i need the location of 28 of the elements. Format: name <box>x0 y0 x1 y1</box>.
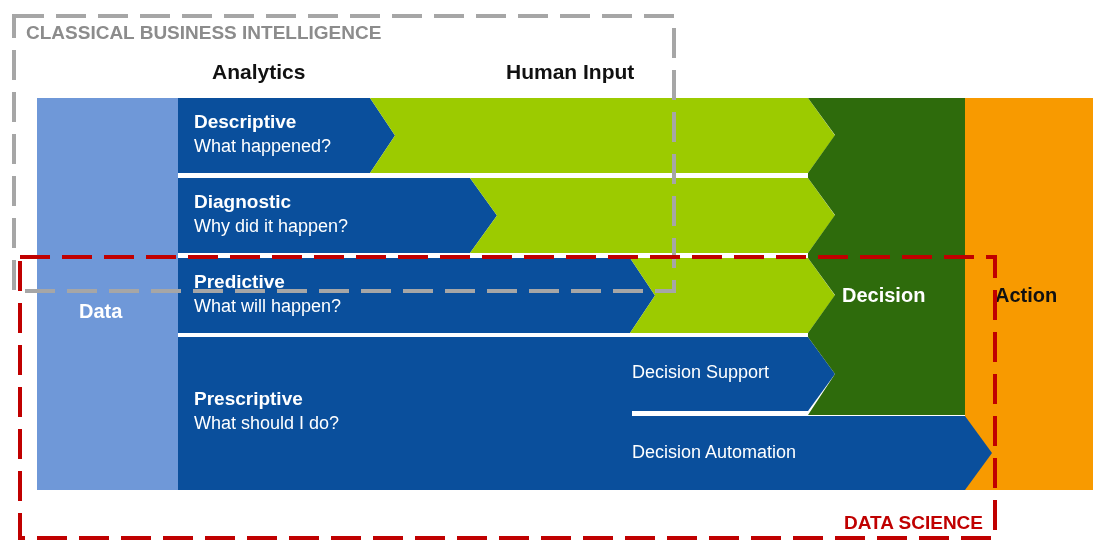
pointed-panel <box>470 178 835 253</box>
pointed-panel <box>632 416 992 490</box>
dashed-group-boundary <box>18 255 997 540</box>
node-title: Action <box>995 283 1058 308</box>
pointed-panel <box>370 98 835 173</box>
node-question: What should I do? <box>194 411 340 435</box>
node-title: Descriptive <box>194 110 298 134</box>
prescriptive-block <box>178 337 632 490</box>
node-title: Diagnostic <box>194 190 293 214</box>
pointed-panel <box>178 178 497 253</box>
decision-block <box>808 98 965 415</box>
pointed-panel <box>630 258 835 333</box>
node-title: Data <box>79 299 123 324</box>
node-question: What happened? <box>194 134 332 158</box>
node-title: Decision Support <box>632 361 770 384</box>
pointed-panel <box>632 337 835 411</box>
node-title: Decision Automation <box>632 441 797 464</box>
node-title: Predictive <box>194 270 286 294</box>
pointed-panel <box>178 258 655 333</box>
node-title: Prescriptive <box>194 387 304 411</box>
action-band <box>965 98 1093 490</box>
node-title: Decision <box>842 283 926 308</box>
data-band <box>37 98 178 490</box>
node-question: What will happen? <box>194 294 342 318</box>
node-question: Why did it happen? <box>194 214 349 238</box>
pointed-panel <box>178 98 395 173</box>
column-heading: Analytics <box>212 60 306 84</box>
column-heading: Human Input <box>506 60 635 84</box>
